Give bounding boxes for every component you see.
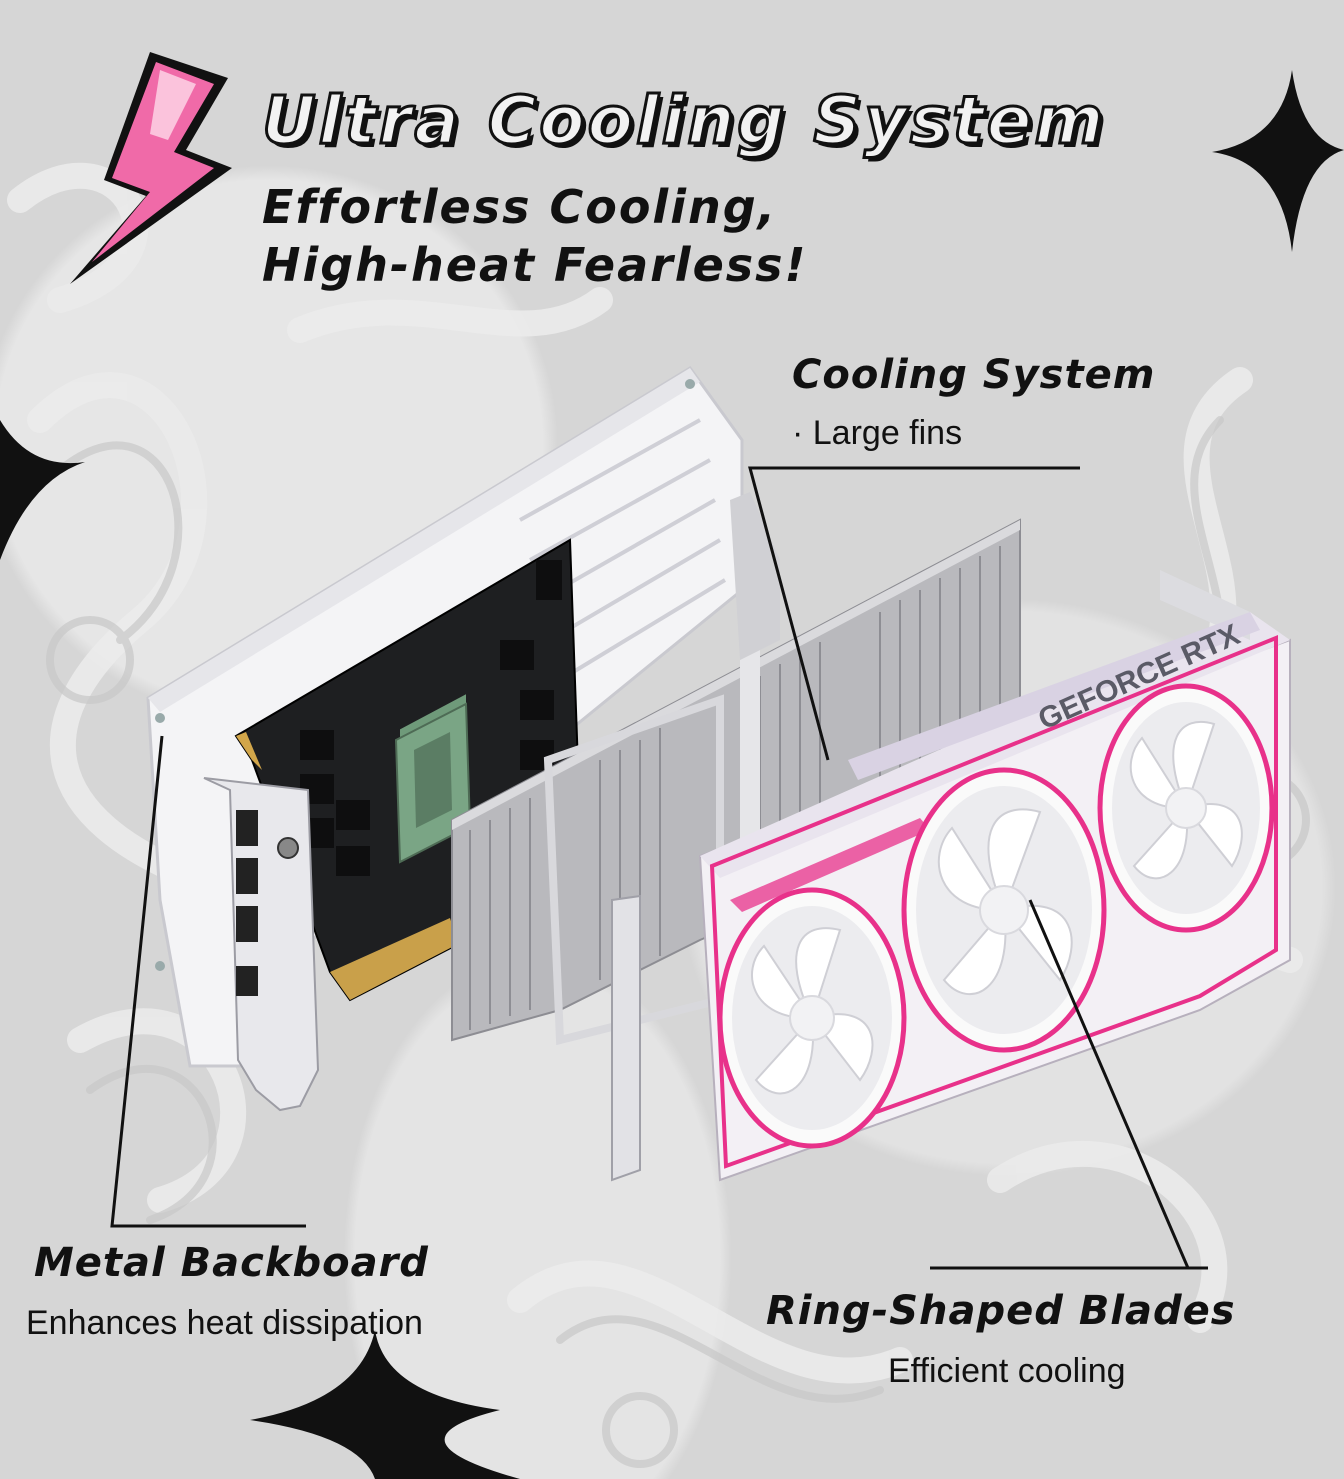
- headline-subtitle-line1: Effortless Cooling,: [262, 180, 778, 234]
- metal-backboard-leader: [110, 735, 306, 1228]
- fan-left: [717, 887, 907, 1149]
- cooling-system-description: · Large fins: [792, 414, 963, 452]
- headline-subtitle-line2: High-heat Fearless!: [262, 238, 808, 292]
- metal-backboard-title: Metal Backboard: [34, 1240, 429, 1286]
- cooling-system-title: Cooling System: [792, 352, 1156, 398]
- fan-right: [1097, 683, 1275, 933]
- sparkle-star-icon: [0, 420, 85, 560]
- io-bracket: [203, 777, 320, 1112]
- ring-blades-title: Ring-Shaped Blades: [766, 1288, 1236, 1334]
- ring-blades-leader: [930, 899, 1208, 1270]
- fan-center: [901, 767, 1107, 1053]
- callout-lines: [110, 466, 1208, 1270]
- ring-blades-description: Efficient cooling: [888, 1352, 1126, 1390]
- gpu-shroud: GEFORCE RTX: [611, 570, 1291, 1182]
- sparkle-star-icon: [1212, 70, 1344, 252]
- cooling-system-leader: [748, 466, 1080, 761]
- sparkle-star-icon: [250, 1330, 520, 1479]
- metal-backboard-description: Enhances heat dissipation: [26, 1304, 423, 1342]
- lightning-bolt-icon: [70, 52, 232, 284]
- headline-title: Ultra Cooling System: [260, 81, 1107, 161]
